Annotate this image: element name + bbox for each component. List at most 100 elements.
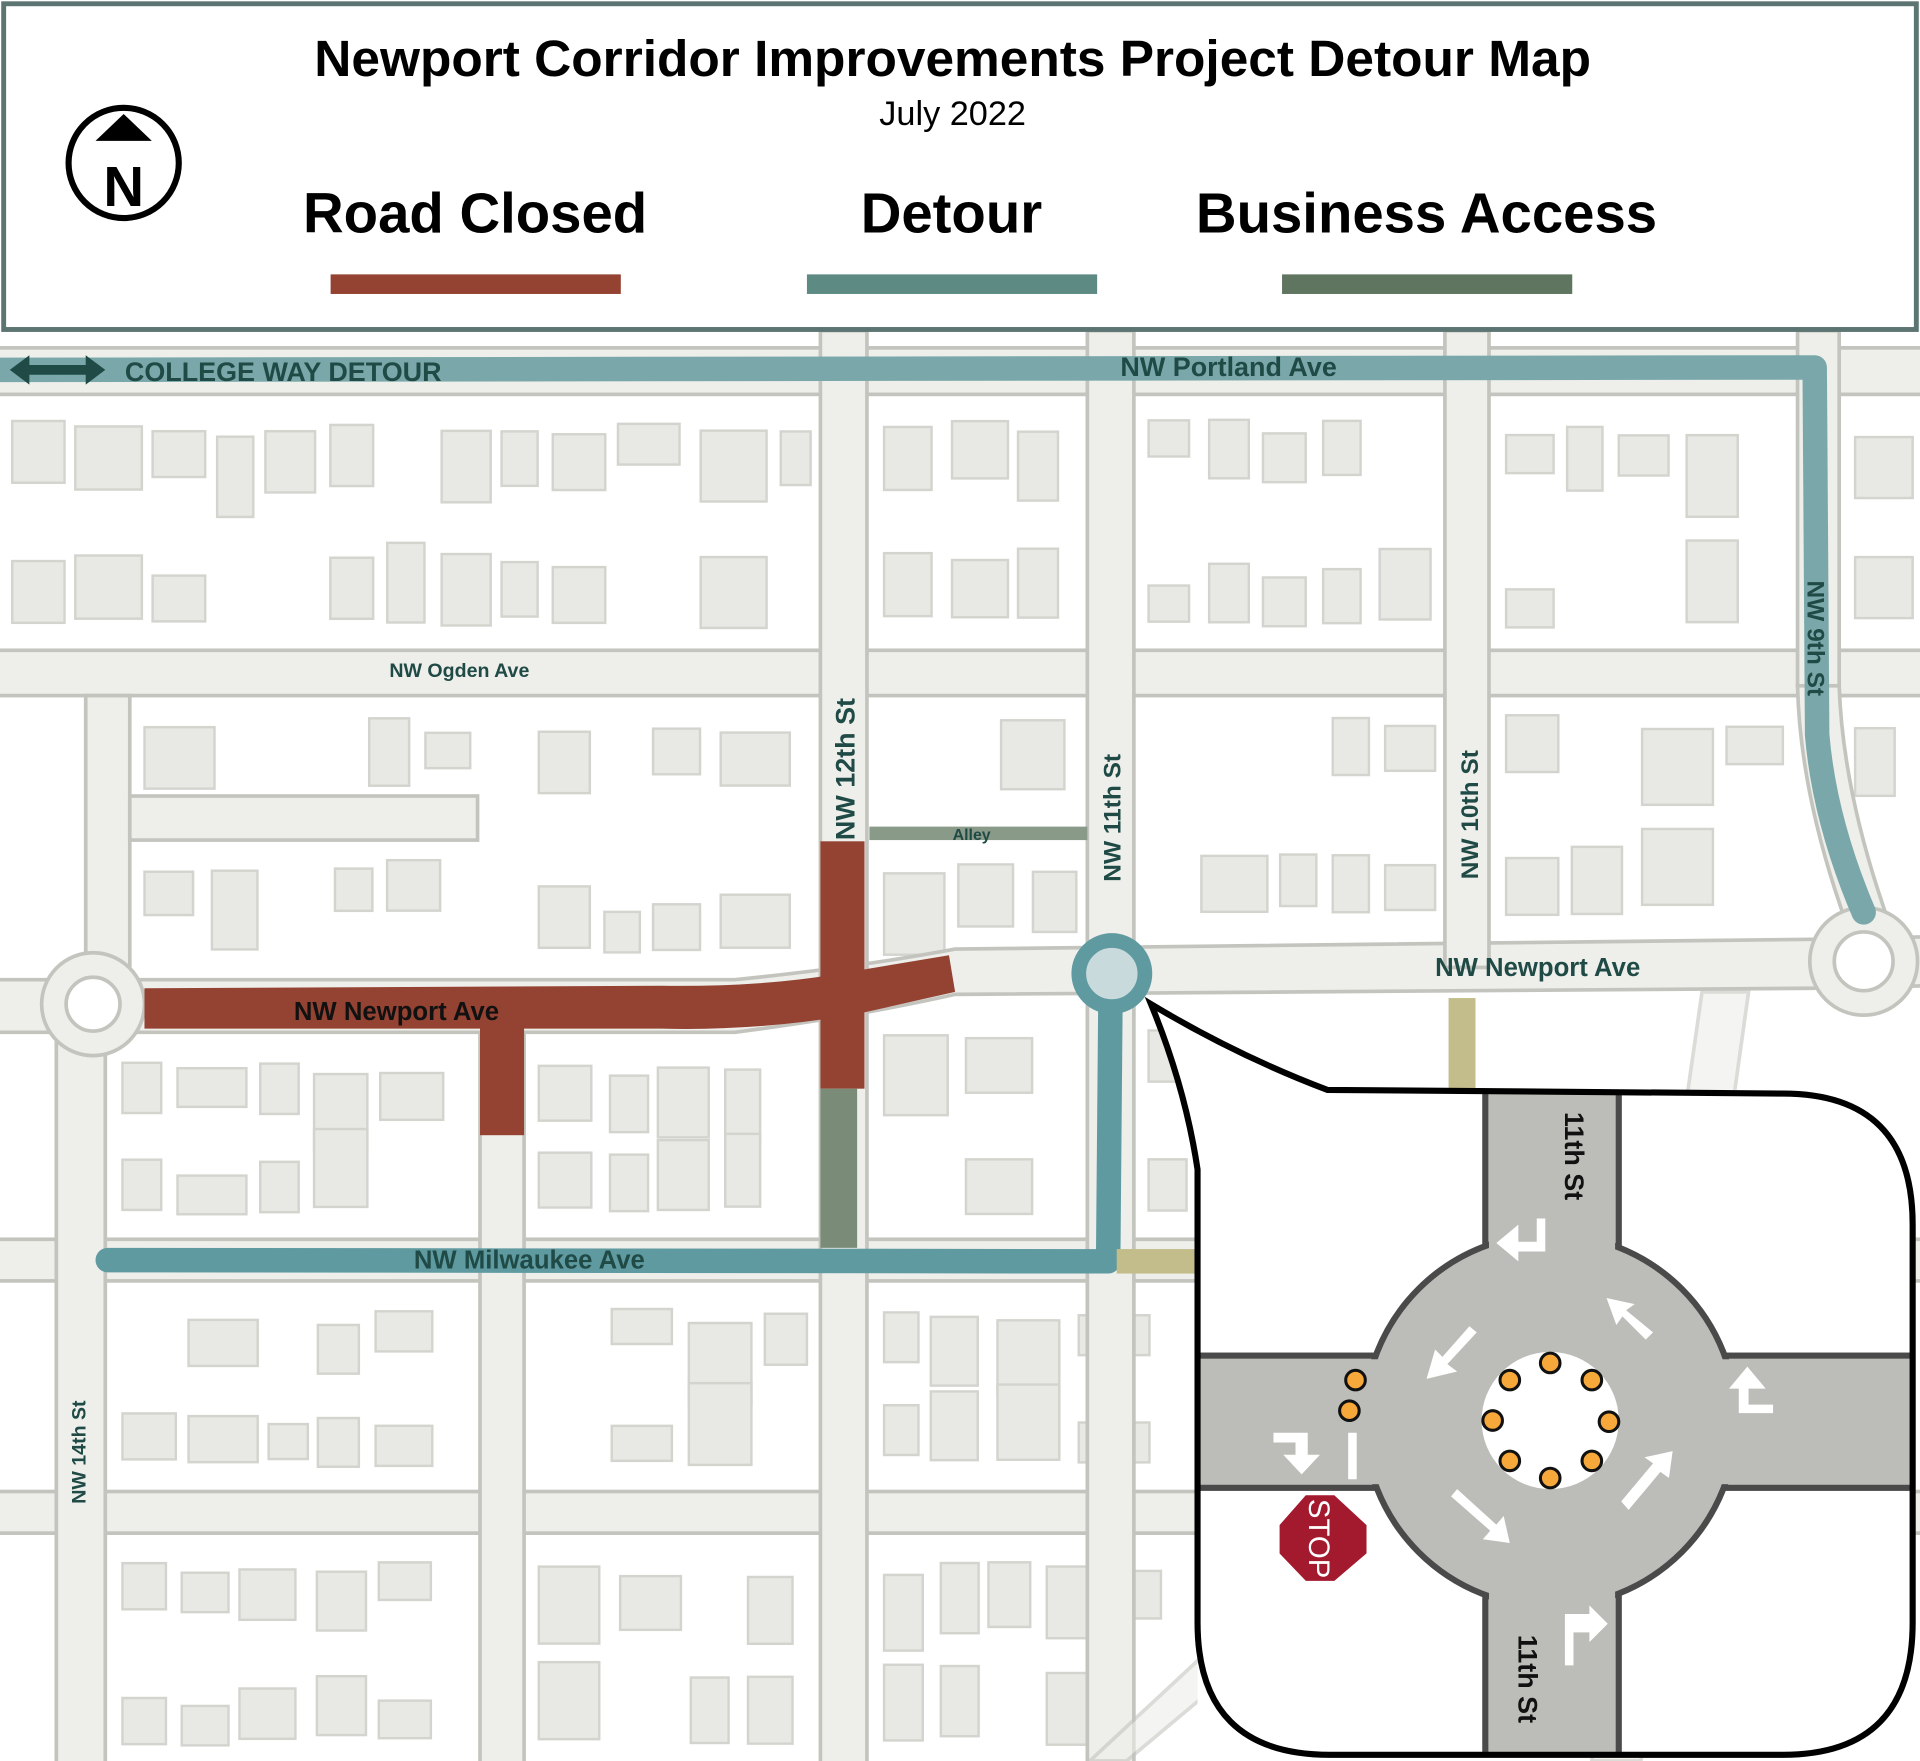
building xyxy=(537,730,592,795)
building xyxy=(746,1675,794,1745)
building xyxy=(1383,863,1437,912)
building xyxy=(1504,588,1555,629)
roundabout-island-west xyxy=(64,975,122,1033)
svg-text:STOP: STOP xyxy=(1302,1499,1335,1578)
lane-arrows xyxy=(1273,1218,1774,1666)
building xyxy=(699,429,768,503)
building xyxy=(1378,547,1432,621)
legend-swatch-business-access xyxy=(1282,274,1573,294)
street-label-ogden: NW Ogden Ave xyxy=(389,660,529,682)
building xyxy=(440,429,492,504)
building xyxy=(1331,716,1371,777)
stop-sign-icon: STOP xyxy=(1277,1492,1369,1584)
building xyxy=(957,863,1015,928)
building xyxy=(719,893,792,949)
building xyxy=(1031,870,1078,934)
building xyxy=(1147,584,1191,623)
building xyxy=(651,903,702,952)
building xyxy=(151,574,207,623)
building xyxy=(551,565,607,625)
building xyxy=(603,910,642,954)
street-label-alley: Alley xyxy=(953,827,991,844)
building xyxy=(367,717,411,787)
building xyxy=(440,552,492,627)
building xyxy=(1207,562,1251,624)
legend-detour: Detour xyxy=(806,182,1098,294)
building xyxy=(616,422,681,466)
building xyxy=(386,541,426,624)
business-access-segments xyxy=(820,826,1476,1274)
building xyxy=(1321,419,1362,477)
building xyxy=(537,1660,601,1741)
building xyxy=(1331,854,1371,914)
street-label-10th: NW 10th St xyxy=(1457,750,1484,879)
building xyxy=(1565,425,1604,492)
map-subtitle: July 2022 xyxy=(879,95,1026,133)
building xyxy=(264,429,317,494)
street-label-9th: NW 9th St xyxy=(1801,581,1828,697)
building xyxy=(608,1153,650,1213)
building xyxy=(929,1315,979,1387)
building xyxy=(724,1132,762,1208)
building xyxy=(1617,434,1670,477)
street-label-14th: NW 14th St xyxy=(69,1400,91,1504)
building xyxy=(377,1699,433,1740)
legend-swatch-road-closed xyxy=(330,274,621,294)
building xyxy=(180,1704,230,1747)
building xyxy=(651,727,702,776)
building xyxy=(121,1696,168,1746)
building xyxy=(882,1311,920,1364)
building xyxy=(329,423,375,488)
building xyxy=(329,556,375,621)
building xyxy=(500,560,539,618)
building xyxy=(1640,827,1715,907)
building xyxy=(500,430,539,488)
svg-text:Detour: Detour xyxy=(861,182,1043,245)
building xyxy=(610,1307,674,1346)
building xyxy=(1853,555,1914,620)
building xyxy=(537,1565,601,1645)
building xyxy=(74,554,144,620)
detour-route xyxy=(0,355,1876,1274)
building xyxy=(987,1561,1032,1629)
building xyxy=(316,1323,361,1375)
street-label-11th: NW 11th St xyxy=(1099,754,1126,882)
building xyxy=(656,1066,710,1139)
building xyxy=(143,870,195,917)
legend-swatch-detour xyxy=(806,274,1098,294)
building xyxy=(999,719,1066,791)
building xyxy=(238,1568,297,1622)
building xyxy=(1504,714,1560,774)
bollards xyxy=(1338,1351,1621,1490)
building xyxy=(121,1061,163,1115)
building xyxy=(1147,1158,1188,1212)
detour-roundabout-marker xyxy=(1071,933,1153,1014)
building xyxy=(215,435,255,519)
street-label-portland: NW Portland Ave xyxy=(1120,352,1336,382)
double-arrow-icon xyxy=(9,355,106,385)
building xyxy=(1570,845,1624,916)
building xyxy=(312,1127,369,1209)
building xyxy=(608,1074,650,1134)
building xyxy=(1016,547,1060,619)
building xyxy=(1200,854,1269,914)
building xyxy=(11,559,66,625)
building xyxy=(315,1570,368,1632)
building xyxy=(385,858,442,912)
building xyxy=(719,731,792,787)
building xyxy=(699,555,768,630)
building xyxy=(1321,567,1362,625)
map-title: Newport Corridor Improvements Project De… xyxy=(314,29,1591,87)
building xyxy=(1504,433,1555,475)
building xyxy=(1147,419,1191,458)
roundabout-inset: 11th St 11th St STOP xyxy=(1144,996,1916,1758)
building xyxy=(882,1663,924,1742)
building xyxy=(882,1034,949,1117)
inset-street-label-north: 11th St xyxy=(1559,1112,1589,1200)
building xyxy=(379,1071,445,1122)
building xyxy=(964,1036,1034,1094)
svg-text:Business Access: Business Access xyxy=(1196,182,1657,245)
building xyxy=(939,1664,980,1738)
building xyxy=(551,433,607,492)
